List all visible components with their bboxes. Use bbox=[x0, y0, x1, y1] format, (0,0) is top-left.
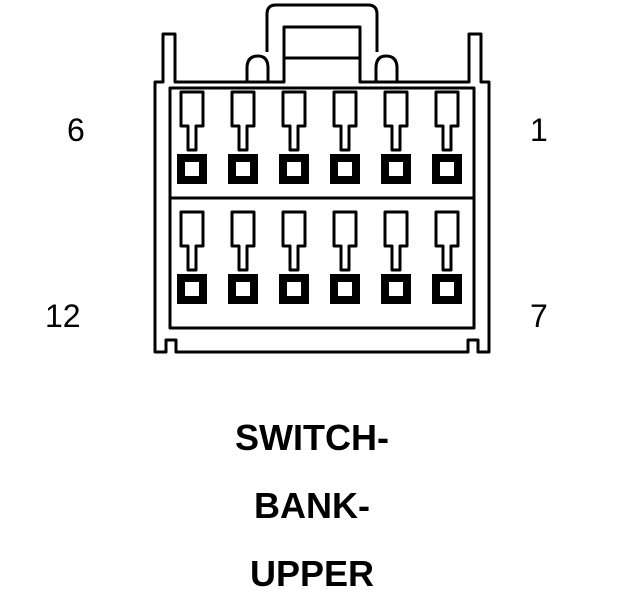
connector-housing-inner bbox=[168, 86, 476, 330]
pin-label-6: 6 bbox=[67, 112, 85, 148]
pin-label-7: 7 bbox=[530, 298, 548, 334]
terminal-pin-2 bbox=[381, 90, 411, 184]
caption-line-3: UPPER bbox=[249, 553, 375, 594]
terminal-group bbox=[177, 90, 462, 304]
terminal-pin-8 bbox=[381, 210, 411, 304]
terminal-pin-10 bbox=[279, 210, 309, 304]
pin-label-12: 12 bbox=[45, 298, 81, 334]
connector-latch-inner bbox=[282, 25, 362, 58]
pin-label-1: 1 bbox=[530, 112, 548, 148]
terminal-pin-5 bbox=[228, 90, 258, 184]
terminal-pin-9 bbox=[330, 210, 360, 304]
connector-latch-bump-left bbox=[245, 54, 270, 82]
terminal-pin-3 bbox=[330, 90, 360, 184]
caption-line-1: SWITCH- bbox=[235, 417, 389, 458]
terminal-pin-12 bbox=[177, 210, 207, 304]
connector-latch-bump-right bbox=[374, 54, 399, 82]
connector-latch bbox=[265, 3, 379, 52]
caption-line-2: BANK- bbox=[254, 485, 370, 526]
terminal-pin-7 bbox=[432, 210, 462, 304]
terminal-pin-11 bbox=[228, 210, 258, 304]
terminal-pin-4 bbox=[279, 90, 309, 184]
terminal-pin-1 bbox=[432, 90, 462, 184]
terminal-pin-6 bbox=[177, 90, 207, 184]
connector-housing-outer bbox=[153, 32, 491, 354]
